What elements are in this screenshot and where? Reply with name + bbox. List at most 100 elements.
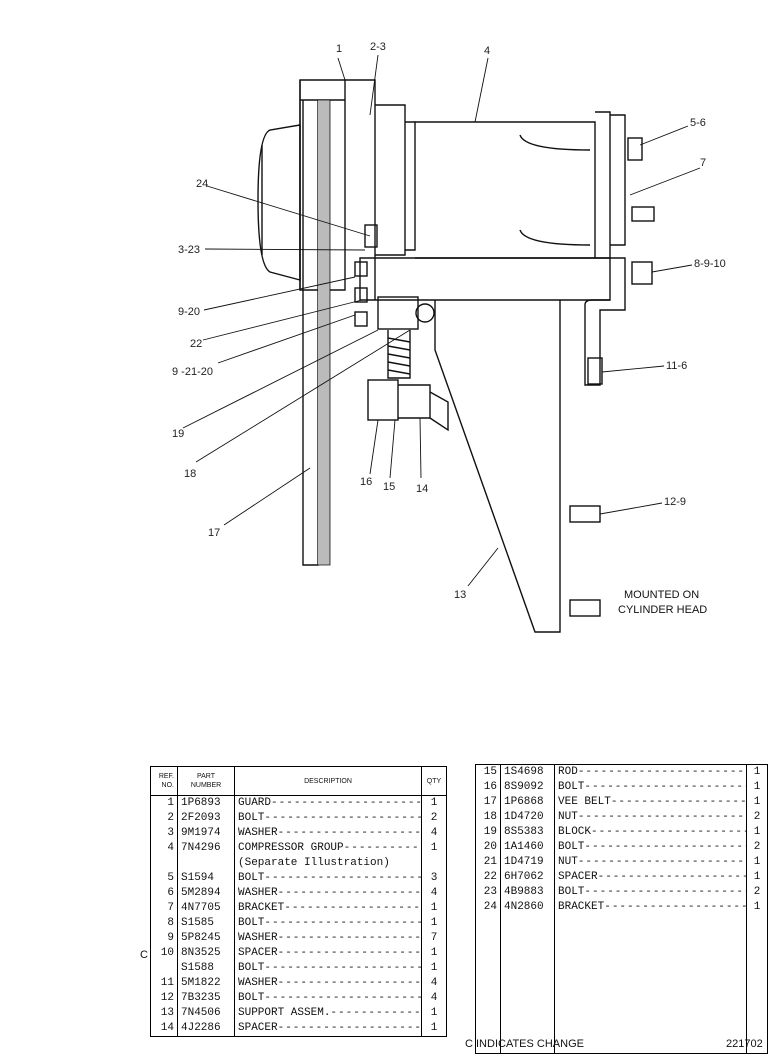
part-number: 1P6893 [177, 795, 235, 811]
callout-16: 16 [360, 476, 372, 488]
part-number: 5P8245 [177, 931, 235, 946]
quantity: 1 [430, 1007, 438, 1019]
ref-no [150, 961, 178, 976]
quantity: 1 [430, 947, 438, 959]
callout-labels: 1 2-3 4 5-6 7 8-9-10 11-6 12-9 13 14 15 … [172, 41, 726, 601]
ref-no: 7 [150, 901, 178, 916]
table-row: 144J2286SPACER1 [150, 1021, 447, 1037]
ref-no: 19 [475, 825, 501, 840]
callout-15: 15 [383, 481, 395, 493]
description: BLOCK [554, 825, 747, 840]
table-row: 211D4719NUT1 [475, 855, 768, 870]
table-row: 168S9092BOLT1 [475, 780, 768, 795]
ref-no: 2 [150, 811, 178, 826]
ref-no: 17 [475, 795, 501, 810]
part-number: 4B9883 [500, 885, 555, 900]
part-number: 7N4296 [177, 841, 235, 856]
part-number: 1P6868 [500, 795, 555, 810]
quantity: 1 [430, 962, 438, 974]
description: GUARD [234, 795, 422, 811]
table-row: 11P6893GUARD1 [150, 795, 447, 811]
callout-12-9: 12-9 [664, 496, 686, 508]
table-row: 108N3525SPACER1 [150, 946, 447, 961]
table-row: 5S1594BOLT3 [150, 871, 447, 886]
ref-no: 20 [475, 840, 501, 855]
table-row: 127B3235BOLT4 [150, 991, 447, 1006]
quantity: 1 [753, 856, 761, 868]
description: SPACER [234, 1021, 422, 1037]
quantity: 2 [430, 812, 438, 824]
parts-table-right: 151S4698ROD1168S9092BOLT1171P6868VEE BEL… [475, 764, 768, 1054]
quantity: 1 [430, 842, 438, 854]
part-number: 2F2093 [177, 811, 235, 826]
header-ref-no: REF.NO. [150, 766, 178, 796]
table-row: 74N7705BRACKET1 [150, 901, 447, 916]
header-qty: QTY [421, 766, 447, 796]
mounting-note-line-1: MOUNTED ON [624, 589, 699, 601]
part-number: 4N2860 [500, 900, 555, 915]
ref-no: 14 [150, 1021, 178, 1037]
table-row: 198S5383BLOCK1 [475, 825, 768, 840]
quantity: 4 [430, 887, 438, 899]
quantity: 4 [430, 992, 438, 1004]
table-row: 39M1974WASHER4 [150, 826, 447, 841]
ref-no: 5 [150, 871, 178, 886]
ref-no: 23 [475, 885, 501, 900]
quantity: 7 [430, 932, 438, 944]
part-number: 8N3525 [177, 946, 235, 961]
table-row: 234B9883BOLT2 [475, 885, 768, 900]
callout-11-6: 11-6 [666, 360, 687, 372]
header-description: DESCRIPTION [234, 766, 422, 796]
ref-no: 1 [150, 795, 178, 811]
part-number: 1S4698 [500, 764, 555, 780]
part-number: 1D4720 [500, 810, 555, 825]
part-number: 7N4506 [177, 1006, 235, 1021]
quantity: 1 [753, 796, 761, 808]
callout-5-6: 5-6 [690, 117, 706, 129]
ref-no: 9 [150, 931, 178, 946]
description: BRACKET [234, 901, 422, 916]
callout-17: 17 [208, 527, 220, 539]
part-number: 9M1974 [177, 826, 235, 841]
quantity: 1 [753, 781, 761, 793]
description: BOLT [234, 811, 422, 826]
pulley [257, 79, 346, 291]
compressor [375, 104, 655, 259]
table-row: S1588BOLT1 [150, 961, 447, 976]
quantity: 3 [430, 872, 438, 884]
vee-belt [302, 99, 331, 566]
part-number: 1A1460 [500, 840, 555, 855]
leader-lines [182, 54, 701, 587]
ref-no: 6 [150, 886, 178, 901]
part-number: S1588 [177, 961, 235, 976]
callout-9-21-20: 9 -21-20 [172, 366, 213, 378]
quantity: 1 [753, 901, 761, 913]
description: BOLT [554, 885, 747, 900]
ref-no: 16 [475, 780, 501, 795]
blank-cell [475, 915, 501, 1054]
quantity: 4 [430, 977, 438, 989]
description: BRACKET [554, 900, 747, 915]
part-number: S1585 [177, 916, 235, 931]
ref-no: 12 [150, 991, 178, 1006]
guard [299, 79, 376, 300]
table-row: 8S1585BOLT1 [150, 916, 447, 931]
ref-no: 22 [475, 870, 501, 885]
description: SUPPORT ASSEM. [234, 1006, 422, 1021]
description: NUT [554, 855, 747, 870]
callout-18: 18 [184, 468, 196, 480]
description: WASHER [234, 826, 422, 841]
description: WASHER [234, 931, 422, 946]
part-number: 8S5383 [500, 825, 555, 840]
table-row: 115M1822WASHER4 [150, 976, 447, 991]
description: BOLT [234, 916, 422, 931]
description: BOLT [234, 871, 422, 886]
table-row: 226H7062SPACER1 [475, 870, 768, 885]
table-row: 151S4698ROD1 [475, 764, 768, 780]
blank-cell [500, 915, 555, 1054]
quantity: 2 [753, 841, 761, 853]
callout-19: 19 [172, 428, 184, 440]
